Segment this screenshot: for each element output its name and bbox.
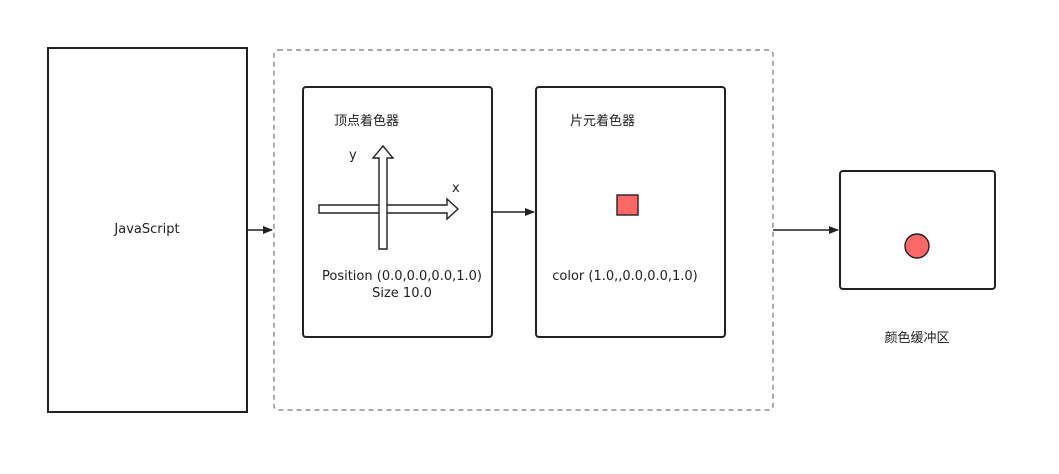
vertex-shader-title: 顶点着色器 bbox=[334, 114, 400, 129]
color-buffer-red-dot bbox=[904, 233, 930, 259]
vertex-position-text: Position (0.0,0.0,0.0,1.0) bbox=[322, 269, 482, 284]
shader-group-container bbox=[273, 49, 774, 411]
x-axis-label: x bbox=[452, 181, 460, 196]
fragment-shader-title: 片元着色器 bbox=[570, 114, 636, 129]
x-axis-arrow-icon bbox=[318, 197, 460, 221]
vertex-size-text: Size 10.0 bbox=[372, 286, 432, 301]
javascript-box bbox=[47, 47, 248, 413]
javascript-label: JavaScript bbox=[114, 222, 180, 237]
y-axis-label: y bbox=[349, 148, 357, 163]
color-buffer-box bbox=[839, 170, 996, 290]
y-axis-arrow-icon bbox=[371, 144, 395, 250]
color-buffer-label: 颜色缓冲区 bbox=[884, 331, 950, 346]
fragment-red-square bbox=[616, 194, 639, 216]
fragment-color-text: color (1.0,,0.0,0.0,1.0) bbox=[552, 269, 698, 284]
